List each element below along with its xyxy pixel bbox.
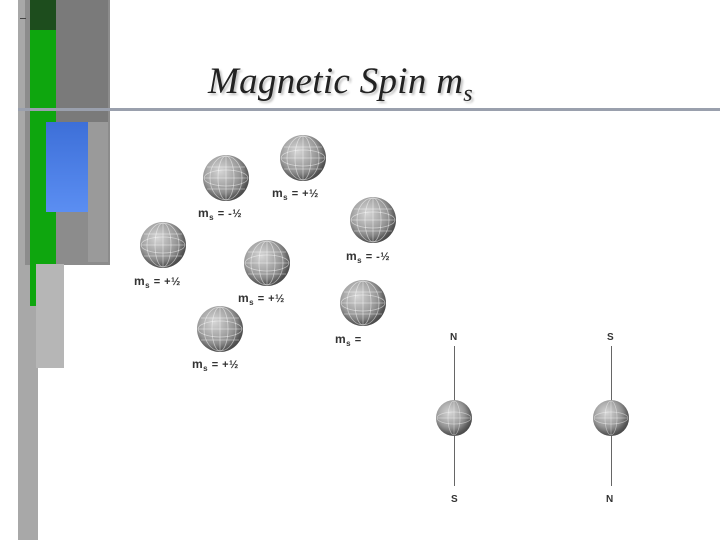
spin-label: ms = +½ [192, 357, 239, 371]
spin-label: ms = +½ [272, 186, 319, 200]
decor-bar-blue [46, 122, 88, 212]
decor-tick [20, 18, 26, 19]
decor-bar-gray-lower [36, 264, 64, 368]
spin-label: ms = +½ [134, 274, 181, 288]
electron-sphere [244, 240, 290, 286]
north-pole-label: N [606, 494, 613, 505]
electron-sphere [140, 222, 186, 268]
electron-sphere [436, 400, 472, 436]
decor-bar-gray-strip [88, 122, 108, 262]
electron-sphere [197, 306, 243, 352]
spin-label: ms = [335, 332, 362, 346]
electron-sphere [350, 197, 396, 243]
electron-sphere [340, 280, 386, 326]
north-pole-label: N [450, 332, 457, 343]
decor-bar-dark-green [30, 0, 56, 30]
title-rule [18, 108, 720, 111]
south-pole-label: S [451, 494, 458, 505]
spin-label: ms = +½ [238, 291, 285, 305]
electron-sphere [593, 400, 629, 436]
spin-label: ms = -½ [346, 249, 390, 263]
spin-label: ms = -½ [198, 206, 242, 220]
page-title-main: Magnetic Spin m [208, 61, 463, 102]
electron-sphere [203, 155, 249, 201]
page-title-subscript: s [463, 81, 473, 107]
page-title: Magnetic Spin ms [208, 60, 473, 103]
south-pole-label: S [607, 332, 614, 343]
electron-sphere [280, 135, 326, 181]
